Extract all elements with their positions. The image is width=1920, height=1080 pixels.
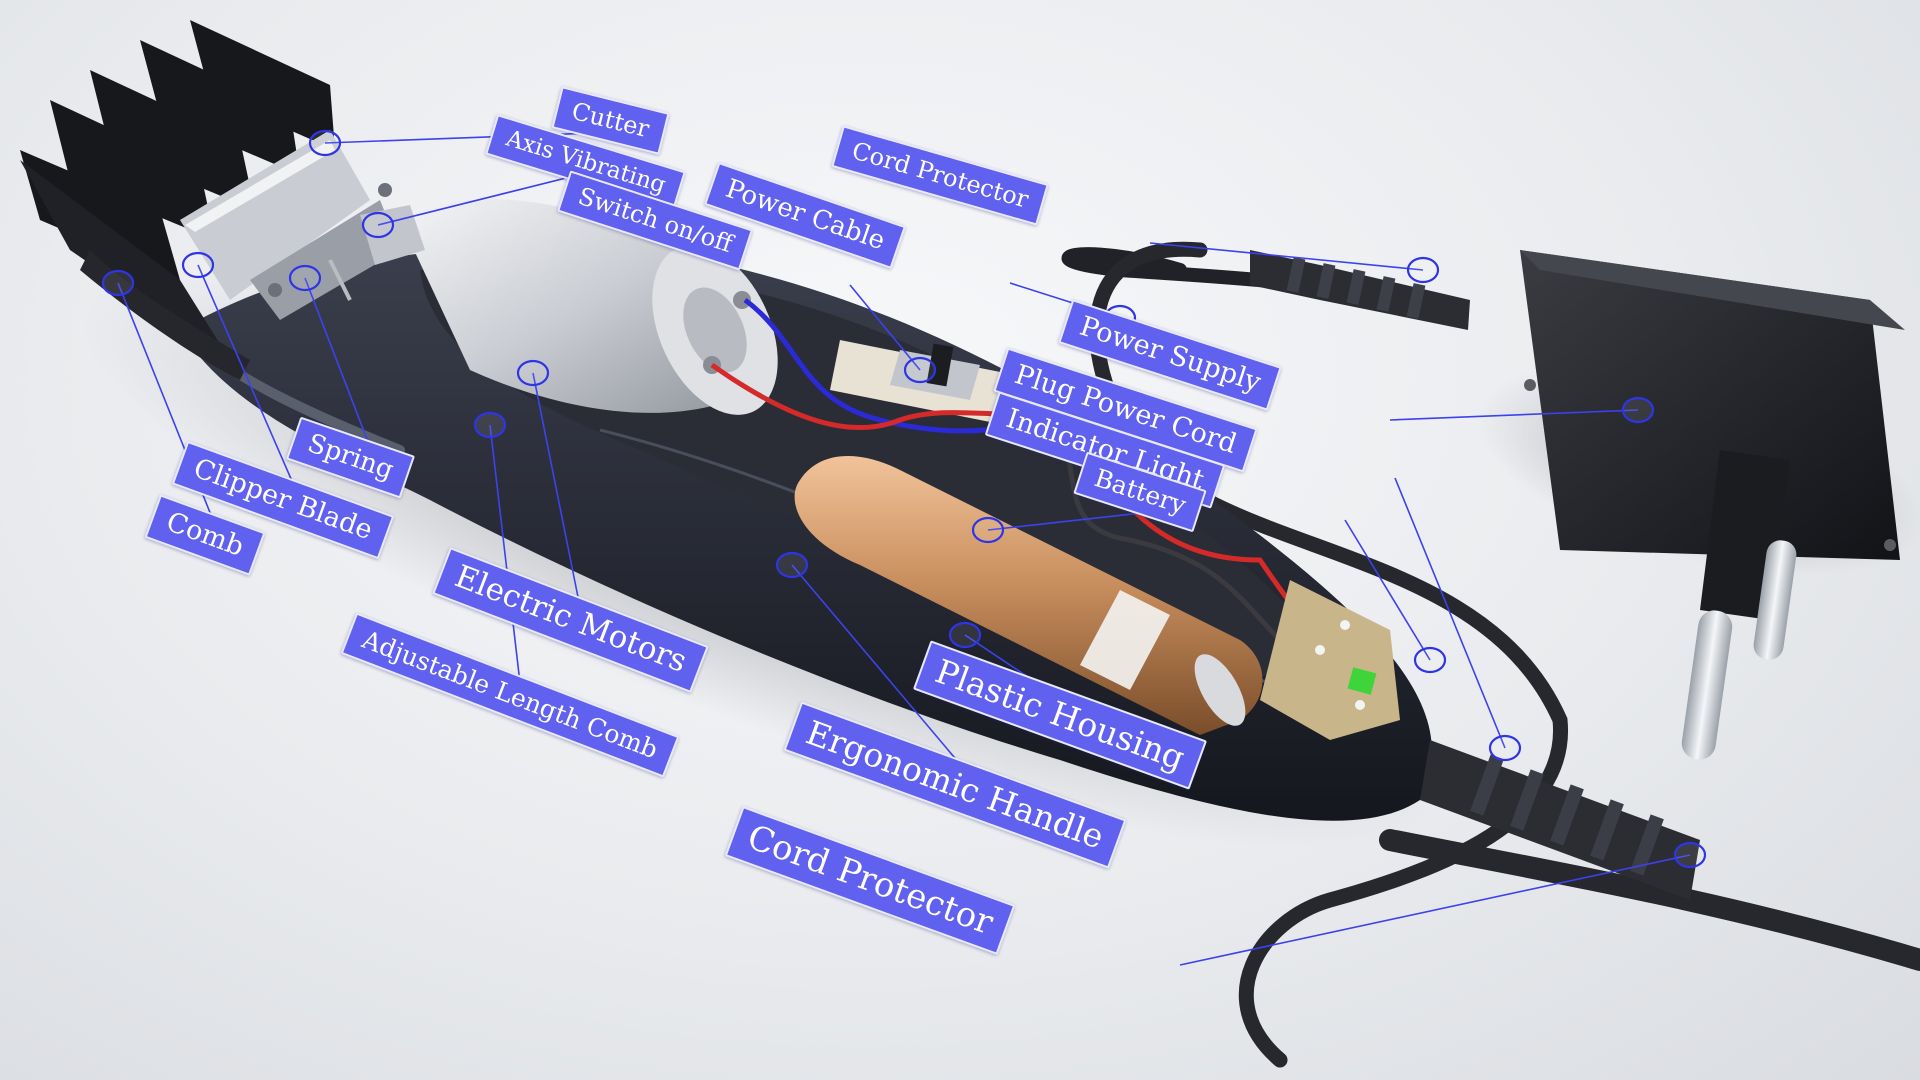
leader-electric-motors xyxy=(532,372,581,608)
leader-cord-protector-top xyxy=(1149,242,1424,271)
anchor-indicator-light xyxy=(1413,646,1447,674)
anchor-cord-protector-bottom xyxy=(1673,841,1707,869)
anchor-power-supply xyxy=(1621,396,1655,424)
comb-teeth xyxy=(20,20,335,380)
anchor-clipper-blade xyxy=(181,251,215,279)
power-supply-unit xyxy=(1520,250,1905,760)
output-cable xyxy=(1379,829,1920,971)
anchor-switch xyxy=(903,356,937,384)
anchor-ergonomic-handle xyxy=(775,551,809,579)
leader-ergonomic-handle xyxy=(791,564,966,771)
circuit-board xyxy=(1260,580,1400,740)
anchor-plastic-housing xyxy=(948,621,982,649)
leader-clipper-blade xyxy=(197,264,296,489)
leader-cutter xyxy=(324,131,621,144)
leader-adjustable-length-comb xyxy=(489,424,521,684)
anchor-electric-motors xyxy=(516,359,550,387)
leader-battery xyxy=(987,511,1151,531)
bottom-cord-protector xyxy=(1420,740,1700,900)
anchor-axis-vibrating xyxy=(361,211,395,239)
top-cord-protector xyxy=(1250,250,1470,330)
anchor-cutter xyxy=(308,129,342,157)
leader-plug-power-cord xyxy=(1394,477,1506,749)
leader-lines xyxy=(101,129,1707,966)
motor-can xyxy=(360,199,778,415)
anchor-comb xyxy=(101,269,135,297)
leader-switch xyxy=(849,284,921,371)
leader-power-supply xyxy=(1389,409,1639,421)
anchor-battery xyxy=(971,516,1005,544)
anchor-cord-protector-top xyxy=(1406,256,1440,284)
leader-axis-vibrating xyxy=(377,169,599,226)
blade-assembly xyxy=(180,130,400,320)
leader-cord-protector-bottom xyxy=(1179,854,1691,966)
anchor-adjustable-length-comb xyxy=(473,411,507,439)
anchor-spring xyxy=(288,264,322,292)
leader-indicator-light xyxy=(1344,519,1431,661)
battery-cell xyxy=(794,456,1263,735)
leader-spring xyxy=(304,277,376,461)
anchor-plug-power-cord xyxy=(1488,734,1522,762)
